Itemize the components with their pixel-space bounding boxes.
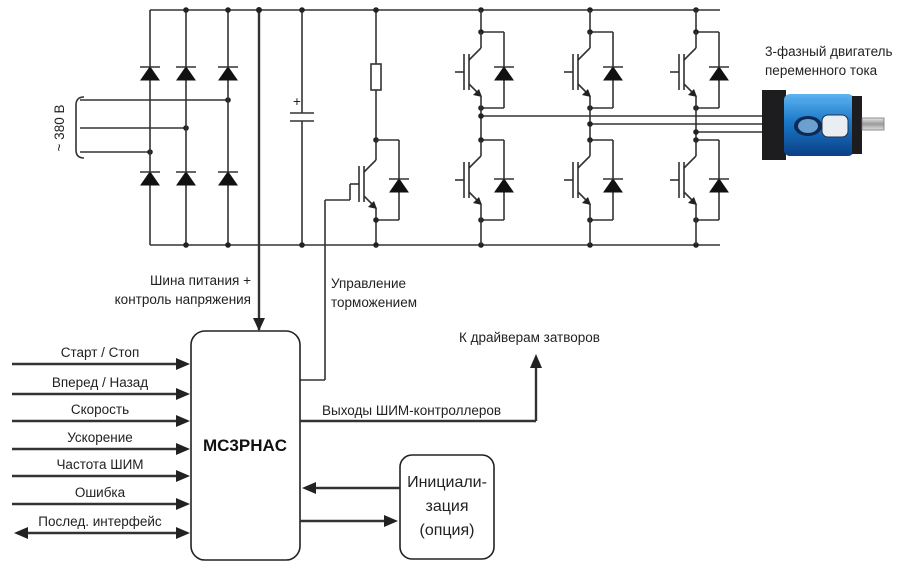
ac-input <box>75 96 231 159</box>
rectifier-bridge <box>140 7 238 248</box>
input-arrowhead <box>176 470 190 482</box>
init-label-line1: Инициали- <box>407 474 487 491</box>
motor-label-line1: 3-фазный двигатель <box>765 44 893 59</box>
gate-drivers-label: К драйверам затворов <box>459 330 600 345</box>
input-arrowhead <box>176 498 190 510</box>
dc-bus-rails <box>150 9 720 246</box>
input-label: Послед. интерфейс <box>38 514 162 529</box>
init-arrows <box>300 482 400 527</box>
brake-label-line1: Управление <box>331 276 406 291</box>
input-signal-2: Вперед / Назад <box>12 375 190 400</box>
input-signal-1: Старт / Стоп <box>12 345 190 370</box>
controller-label: MC3PHAC <box>203 436 287 455</box>
input-arrowhead <box>176 415 190 427</box>
input-arrowhead <box>176 358 190 370</box>
controller-block <box>190 330 301 561</box>
motor-icon <box>762 90 885 160</box>
init-label-line2: зация <box>426 498 469 515</box>
input-signal-5: Частота ШИМ <box>12 457 190 482</box>
motor-label-line2: переменного тока <box>765 63 878 78</box>
brake-chopper <box>300 7 409 381</box>
dc-link-capacitor <box>290 7 314 248</box>
motor-phase-wires <box>478 113 765 135</box>
input-label: Вперед / Назад <box>52 375 148 390</box>
input-signal-7: Послед. интерфейс <box>14 514 190 539</box>
inverter-leg-1 <box>455 7 514 248</box>
inverter-bridge <box>455 7 729 248</box>
pwm-output-arrow <box>300 354 542 423</box>
input-arrowhead-left <box>14 527 28 539</box>
input-signal-6: Ошибка <box>12 485 190 510</box>
input-label: Скорость <box>71 402 129 417</box>
input-arrowhead <box>176 388 190 400</box>
brake-label-line2: торможением <box>331 295 417 310</box>
init-block <box>399 454 495 560</box>
input-signal-4: Ускорение <box>12 430 190 455</box>
capacitor-plus-sign: + <box>293 94 301 109</box>
inverter-leg-3 <box>670 7 729 248</box>
supply-voltage-label: ~ 380 В <box>52 105 67 152</box>
input-label: Старт / Стоп <box>61 345 140 360</box>
init-label-line3: (опция) <box>420 522 475 539</box>
input-label: Частота ШИМ <box>56 457 143 472</box>
inverter-leg-2 <box>564 7 623 248</box>
input-label: Ошибка <box>75 485 126 500</box>
input-label: Ускорение <box>67 430 133 445</box>
input-arrowhead <box>176 527 190 539</box>
bus-label-line1: Шина питания + <box>150 273 251 288</box>
pwm-outputs-label: Выходы ШИМ-контроллеров <box>322 403 501 418</box>
input-arrowhead <box>176 443 190 455</box>
bus-label-line2: контроль напряжения <box>115 292 251 307</box>
input-signal-3: Скорость <box>12 402 190 427</box>
bus-voltage-tap <box>253 7 265 331</box>
